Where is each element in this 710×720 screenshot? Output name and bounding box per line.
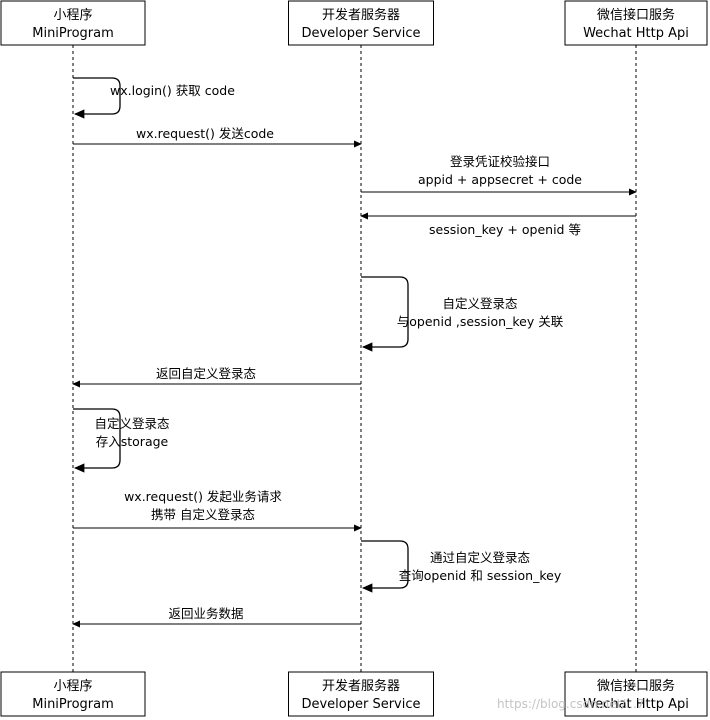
participant-name-cn: 开发者服务器 bbox=[322, 7, 400, 23]
participant-top-dev: 开发者服务器 Developer Service bbox=[288, 0, 434, 46]
participant-bottom-wx: 微信接口服务 Wechat Http Api bbox=[564, 671, 708, 717]
participant-box bbox=[288, 671, 434, 717]
self-message-arrow bbox=[361, 540, 409, 593]
participant-box bbox=[0, 671, 146, 717]
participant-box bbox=[288, 0, 434, 46]
message-label: wx.request() 发送code bbox=[136, 126, 274, 141]
message-label: appid + appsecret + code bbox=[418, 172, 582, 187]
message-label: 返回自定义登录态 bbox=[156, 366, 256, 381]
watermark-text: https://blog.csdn.net/...7 bbox=[497, 697, 644, 711]
participant-top-wx: 微信接口服务 Wechat Http Api bbox=[564, 0, 708, 46]
participant-name-cn: 微信接口服务 bbox=[597, 678, 675, 694]
message-10: 返回业务数据 bbox=[72, 606, 361, 628]
message-4: session_key + openid 等 bbox=[360, 212, 636, 237]
self-message-arrow bbox=[361, 276, 409, 352]
participant-name-cn: 小程序 bbox=[53, 679, 92, 694]
message-6: 返回自定义登录态 bbox=[72, 366, 361, 388]
participant-name-cn: 微信接口服务 bbox=[597, 7, 675, 23]
participant-name-en: MiniProgram bbox=[32, 26, 114, 41]
participant-name-en: Developer Service bbox=[301, 26, 420, 41]
message-3: 登录凭证校验接口 appid + appsecret + code bbox=[361, 154, 637, 196]
participant-box bbox=[564, 0, 708, 46]
message-label: 通过自定义登录态 bbox=[430, 550, 530, 565]
participant-bottom-mini: 小程序 MiniProgram bbox=[0, 671, 146, 717]
participant-name-en: Wechat Http Api bbox=[583, 697, 689, 712]
message-label: wx.request() 发起业务请求 bbox=[124, 489, 282, 504]
message-label: 自定义登录态 bbox=[442, 296, 517, 311]
message-label: 返回业务数据 bbox=[168, 606, 243, 621]
participant-box bbox=[0, 0, 146, 46]
participant-name-en: Developer Service bbox=[301, 697, 420, 712]
participant-name-cn: 开发者服务器 bbox=[322, 678, 400, 694]
participant-box bbox=[564, 671, 708, 717]
self-message-arrow bbox=[73, 77, 121, 119]
participant-top-mini: 小程序 MiniProgram bbox=[0, 0, 146, 46]
message-label: 自定义登录态 bbox=[94, 416, 169, 431]
participant-name-en: Wechat Http Api bbox=[583, 26, 689, 41]
participant-name-cn: 小程序 bbox=[53, 8, 92, 23]
message-label: 携带 自定义登录态 bbox=[151, 507, 255, 522]
message-label: session_key + openid 等 bbox=[429, 222, 581, 237]
message-label: 与openid ,session_key 关联 bbox=[397, 314, 564, 329]
participant-bottom-dev: 开发者服务器 Developer Service bbox=[288, 671, 434, 717]
message-1: wx.login() 获取 code bbox=[73, 77, 235, 119]
message-label: 存入storage bbox=[96, 434, 169, 449]
participant-name-en: MiniProgram bbox=[32, 697, 114, 712]
message-label: 登录凭证校验接口 bbox=[450, 154, 550, 169]
message-label: 查询openid 和 session_key bbox=[399, 568, 562, 583]
self-message-arrow bbox=[73, 408, 121, 473]
message-2: wx.request() 发送code bbox=[73, 126, 362, 148]
message-label: wx.login() 获取 code bbox=[110, 83, 235, 98]
